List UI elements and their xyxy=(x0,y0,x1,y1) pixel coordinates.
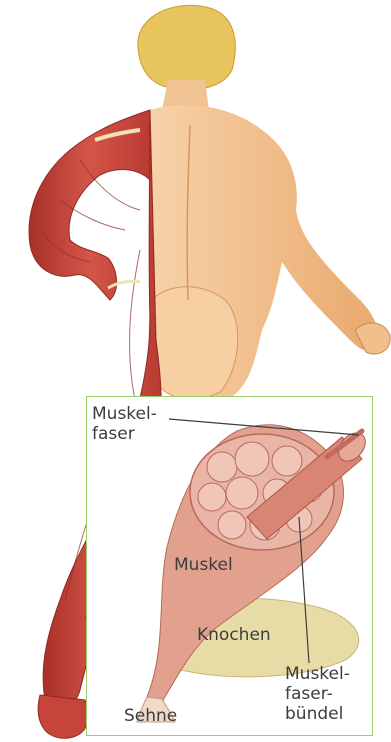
label-sehne: Sehne xyxy=(124,706,177,726)
label-muskelfaserbuendel-line2: faser- xyxy=(285,684,350,704)
hair xyxy=(138,5,236,89)
label-muskelfaser: Muskel- faser xyxy=(92,404,157,444)
label-muskelfaserbuendel-line1: Muskel- xyxy=(285,664,350,684)
buttocks xyxy=(149,287,237,399)
label-muskelfaser-line2: faser xyxy=(92,424,157,444)
label-muskelfaserbuendel-line3: bündel xyxy=(285,704,350,724)
right-hand xyxy=(355,323,390,354)
muscle-shoulder-arm xyxy=(29,110,150,300)
label-muskelfaser-line1: Muskel- xyxy=(92,404,157,424)
left-foot xyxy=(38,695,88,738)
label-muskel: Muskel xyxy=(174,555,233,575)
label-muskelfaserbuendel: Muskel- faser- bündel xyxy=(285,664,350,724)
label-knochen: Knochen xyxy=(197,625,271,645)
